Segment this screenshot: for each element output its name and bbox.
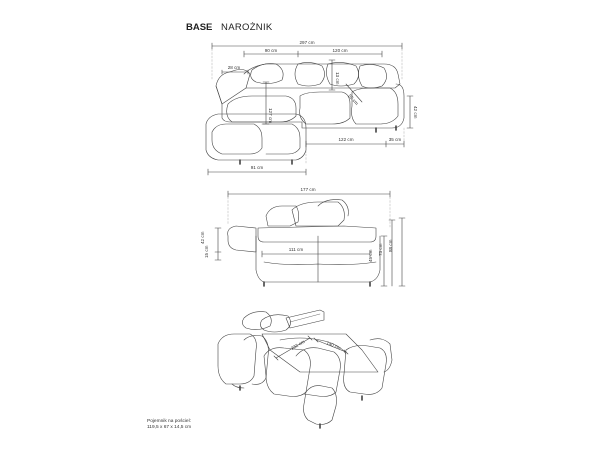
dim-seat-width: 122 cm <box>338 137 353 142</box>
dim-inner-depth: 111 cm <box>289 247 304 252</box>
dim-total-width: 297 cm <box>299 40 314 45</box>
storage-note-dims: 119,5 x 67 x 14,5 cm <box>147 425 192 430</box>
dim-cushion-depth: 13 cm <box>335 72 340 85</box>
dim-armrest: 28 cm <box>228 65 241 70</box>
dim-back-height: 73 cm <box>378 243 383 256</box>
product-name: BASE <box>186 22 213 33</box>
dim-sleep-width: 140 cm <box>326 340 342 350</box>
dim-chaise-width: 91 cm <box>251 165 264 170</box>
storage-note-label: Pojemnik na pościel: <box>147 419 191 424</box>
perspective-view: 232 cm 140 cm <box>217 309 393 429</box>
side-view: 177 cm 42 cm 15 cm 111 cm 45 cm 73 cm 88… <box>200 187 406 287</box>
dim-leg-height: 15 cm <box>204 245 209 258</box>
dim-depth-right: 42 cm <box>413 106 418 119</box>
page-title: BASE NAROŻNIK <box>186 22 273 33</box>
dim-seg-left: 90 cm <box>265 48 278 53</box>
top-view: 297 cm 90 cm 120 cm 28 cm 13 cm 127 cm 5… <box>205 40 418 176</box>
dim-sleep-length: 232 cm <box>290 339 306 351</box>
dim-total-depth: 177 cm <box>300 187 315 192</box>
dim-seat-depth: 55 cm <box>347 93 359 106</box>
dim-arm-height: 42 cm <box>200 231 205 244</box>
dim-total-height: 88 cm <box>388 239 393 252</box>
dim-seat-height: 45 cm <box>368 249 373 262</box>
dim-chaise-length: 127 cm <box>268 108 273 123</box>
dim-seg-right: 120 cm <box>332 48 347 53</box>
dim-arm-width: 35 cm <box>389 137 402 142</box>
product-type: NAROŻNIK <box>221 22 273 33</box>
storage-note: Pojemnik na pościel: 119,5 x 67 x 14,5 c… <box>147 419 191 431</box>
